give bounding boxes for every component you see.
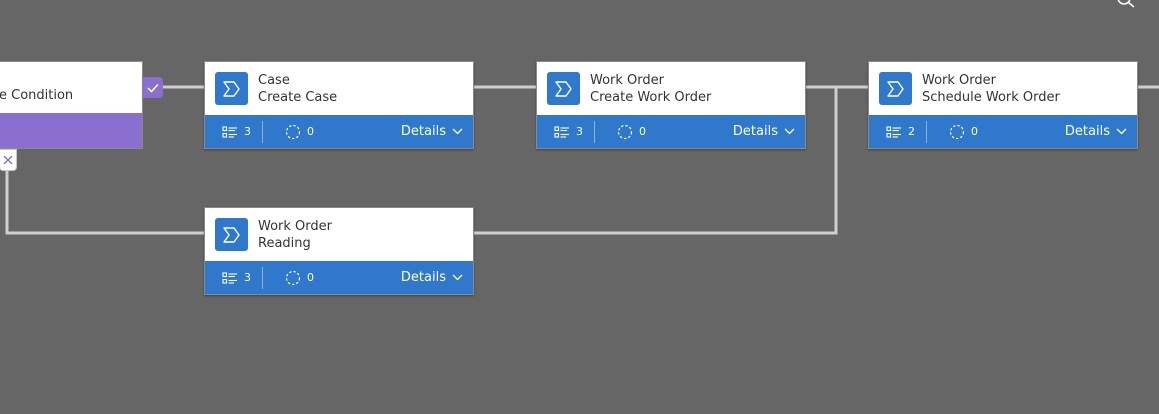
- stage-name: Create Case: [258, 90, 338, 105]
- stage-entity: Work Order: [922, 73, 996, 88]
- steps-count-value: 3: [576, 125, 583, 138]
- stage-card[interactable]: Case Create Case 3 0 Details: [204, 61, 474, 149]
- chevron-down-icon: [784, 128, 795, 135]
- dashed-circle-icon: [617, 124, 633, 139]
- steps-count: 2: [886, 115, 915, 148]
- steps-count: 3: [222, 261, 251, 294]
- condition-label: e Condition: [0, 88, 74, 103]
- conditions-count-value: 0: [639, 125, 646, 138]
- steps-count-value: 3: [244, 125, 251, 138]
- yes-branch-badge[interactable]: [142, 77, 163, 98]
- close-icon: [3, 155, 13, 165]
- stage-chevron-icon: [547, 72, 580, 105]
- conditions-count-value: 0: [307, 125, 314, 138]
- steps-count-value: 2: [908, 125, 915, 138]
- chevron-down-icon: [452, 274, 463, 281]
- steps-count: 3: [554, 115, 583, 148]
- dashed-circle-icon: [949, 124, 965, 139]
- stage-chevron-icon: [215, 72, 248, 105]
- stage-footer: 3 0 Details: [205, 115, 473, 148]
- condition-node[interactable]: e Condition: [0, 61, 143, 149]
- steps-list-icon: [886, 125, 901, 138]
- details-label: Details: [732, 124, 778, 139]
- stage-header: Work Order Schedule Work Order: [869, 62, 1137, 115]
- conditions-count: 0: [285, 115, 314, 148]
- details-label: Details: [400, 124, 446, 139]
- conditions-count-value: 0: [971, 125, 978, 138]
- details-button[interactable]: Details: [401, 115, 463, 148]
- stage-entity: Work Order: [258, 219, 332, 234]
- details-button[interactable]: Details: [401, 261, 463, 294]
- stage-footer: 3 0 Details: [537, 115, 805, 148]
- chevron-down-icon: [452, 128, 463, 135]
- conditions-count: 0: [949, 115, 978, 148]
- footer-divider: [926, 121, 927, 143]
- steps-list-icon: [554, 125, 569, 138]
- stage-entity: Work Order: [590, 73, 664, 88]
- steps-list-icon: [222, 125, 237, 138]
- conditions-count: 0: [285, 261, 314, 294]
- stage-name: Create Work Order: [590, 90, 712, 105]
- details-label: Details: [400, 270, 446, 285]
- stage-header: Work Order Create Work Order: [537, 62, 805, 115]
- stage-chevron-icon: [879, 72, 912, 105]
- conditions-count: 0: [617, 115, 646, 148]
- checkmark-icon: [146, 83, 159, 93]
- footer-divider: [262, 267, 263, 289]
- stage-footer: 3 0 Details: [205, 261, 473, 294]
- stage-header: Case Create Case: [205, 62, 473, 115]
- details-button[interactable]: Details: [1065, 115, 1127, 148]
- chevron-down-icon: [1116, 128, 1127, 135]
- stage-name: Reading: [258, 236, 311, 251]
- stage-footer: 2 0 Details: [869, 115, 1137, 148]
- steps-list-icon: [222, 271, 237, 284]
- details-label: Details: [1064, 124, 1110, 139]
- steps-count-value: 3: [244, 271, 251, 284]
- stage-entity: Case: [258, 73, 290, 88]
- stage-card[interactable]: Work Order Schedule Work Order 2 0 Detai…: [868, 61, 1138, 149]
- stage-chevron-icon: [215, 218, 248, 251]
- stage-name: Schedule Work Order: [922, 90, 1060, 105]
- conditions-count-value: 0: [307, 271, 314, 284]
- no-branch-badge[interactable]: [0, 149, 17, 171]
- footer-divider: [262, 121, 263, 143]
- dashed-circle-icon: [285, 124, 301, 139]
- dashed-circle-icon: [285, 270, 301, 285]
- condition-bar: [0, 113, 142, 148]
- stage-header: Work Order Reading: [205, 208, 473, 261]
- steps-count: 3: [222, 115, 251, 148]
- stage-card[interactable]: Work Order Reading 3 0 Details: [204, 207, 474, 295]
- details-button[interactable]: Details: [733, 115, 795, 148]
- footer-divider: [594, 121, 595, 143]
- stage-card[interactable]: Work Order Create Work Order 3 0 Details: [536, 61, 806, 149]
- search-icon[interactable]: [1116, 0, 1138, 12]
